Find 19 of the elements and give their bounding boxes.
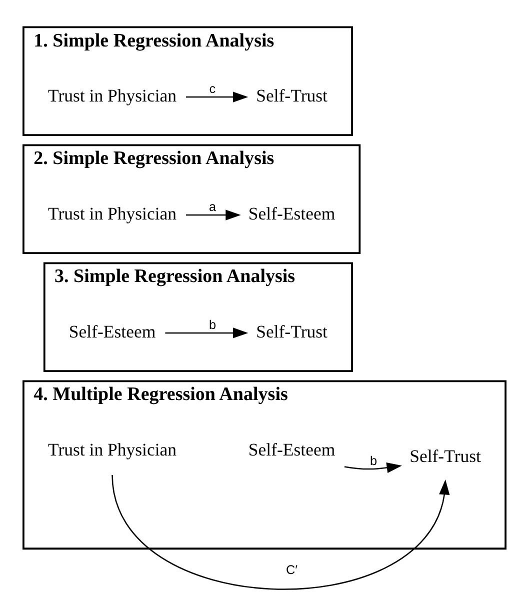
node-text: Self-Trust [256, 85, 328, 106]
node-text: Self-Trust [256, 321, 328, 342]
arrow [165, 327, 248, 338]
node-text: Trust in Physician [48, 85, 177, 106]
arrow [186, 91, 248, 102]
edge-label: b [208, 318, 216, 332]
arrow [344, 462, 402, 473]
node-text: Self-Esteem [248, 203, 336, 224]
node-text: Trust in Physician [48, 439, 177, 460]
edge-label: C′ [286, 562, 298, 577]
edge-label: c [209, 82, 216, 96]
node-text: Self-Esteem [248, 439, 336, 460]
arrow [112, 474, 450, 590]
edge-label: a [208, 200, 216, 214]
node-text: Trust in Physician [48, 203, 177, 224]
node-text: Self-Esteem [68, 321, 156, 342]
arrow [186, 209, 241, 220]
edge-label: b [370, 453, 378, 468]
node-text: Self-Trust [410, 445, 481, 466]
